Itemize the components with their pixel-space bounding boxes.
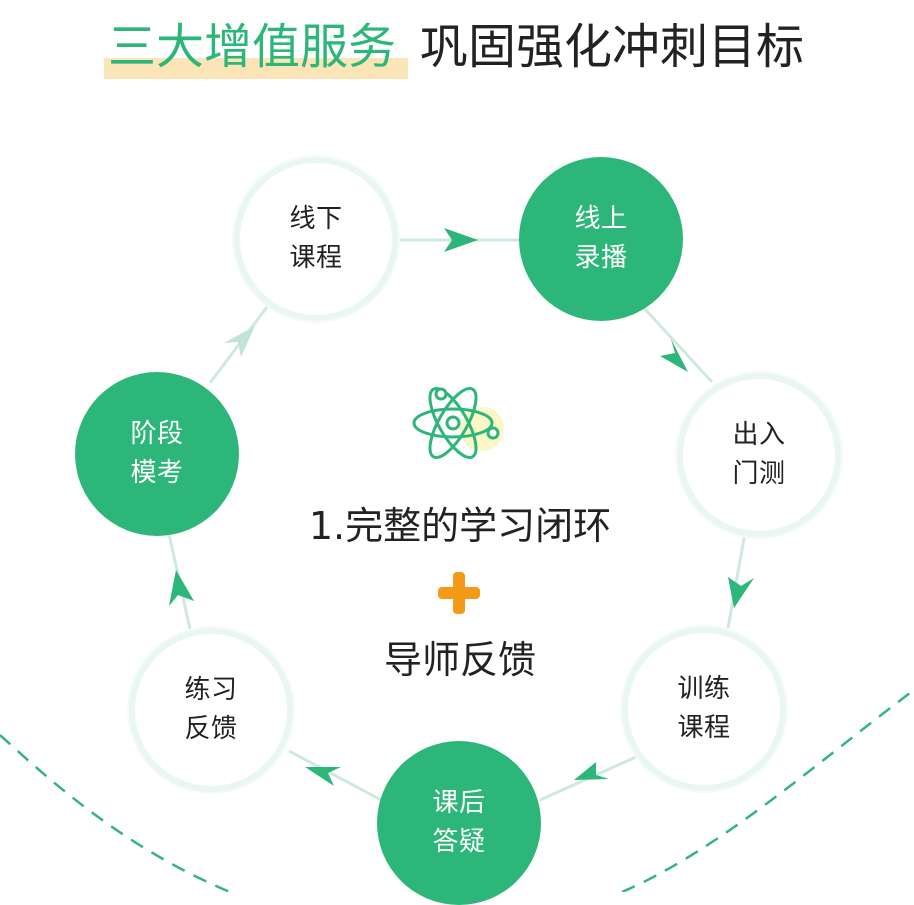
node-offline-course-line2: 课程	[289, 243, 343, 273]
node-practice-feedback-line2: 反馈	[184, 714, 238, 744]
title-highlight-bar	[104, 58, 408, 79]
plus-icon	[438, 572, 480, 614]
title-main-text: 巩固强化冲刺目标	[420, 19, 805, 75]
dashed-curve-left	[0, 734, 231, 892]
node-entry-test: 出入 门测	[677, 373, 841, 537]
node-training-course-line2: 课程	[677, 713, 731, 743]
connector-entry-to-training	[726, 532, 747, 629]
node-entry-test-line2: 门测	[732, 459, 786, 489]
title-highlight-text: 三大增值服务	[108, 19, 397, 75]
arrowhead-training-to-after	[574, 762, 609, 780]
node-offline-course-line1: 线下	[289, 204, 343, 234]
node-training-course: 训练 课程	[622, 627, 786, 791]
node-practice-feedback: 练习 反馈	[129, 628, 293, 792]
center-subtitle: 导师反馈	[383, 638, 536, 682]
arrowhead-stage-to-offline	[224, 326, 255, 357]
arrowhead-after-to-practice	[305, 767, 341, 786]
node-online-recording-line2: 录播	[574, 243, 628, 273]
page-header: 三大增值服务 巩固强化冲刺目标	[0, 18, 914, 88]
connector-online-to-entry	[642, 306, 714, 384]
node-after-class-qa-line2: 答疑	[432, 827, 486, 857]
node-after-class-qa: 课后 答疑	[377, 741, 541, 905]
node-stage-mock-exam-line1: 阶段	[130, 419, 184, 449]
arrowhead-offline-to-online	[444, 228, 478, 252]
node-stage-mock-exam: 阶段 模考	[75, 372, 239, 536]
atom-icon	[412, 387, 504, 459]
node-online-recording: 线上 录播	[519, 157, 683, 321]
plus-icon-vertical-bar	[453, 572, 465, 614]
node-stage-mock-exam-line2: 模考	[130, 458, 184, 488]
node-online-recording-line1: 线上	[574, 204, 628, 234]
connector-after-to-practice	[288, 749, 384, 803]
center-title: 1.完整的学习闭环	[308, 504, 612, 548]
arrowhead-online-to-entry	[660, 339, 688, 372]
arrowhead-entry-to-training	[728, 577, 754, 608]
node-entry-test-line1: 出入	[732, 420, 786, 450]
node-offline-course: 线下 课程	[234, 157, 398, 321]
node-practice-feedback-line1: 练习	[184, 675, 238, 705]
arrowhead-practice-to-stage	[169, 570, 194, 606]
node-after-class-qa-line1: 课后	[432, 788, 486, 818]
dashed-curve-right	[621, 688, 914, 892]
node-training-course-line1: 训练	[677, 674, 731, 704]
